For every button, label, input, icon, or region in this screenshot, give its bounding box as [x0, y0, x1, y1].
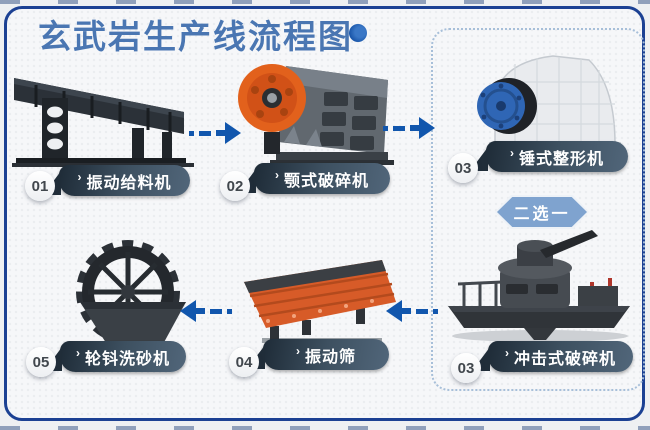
label-jaw-crusher: › 颚式破碎机 — [238, 163, 390, 194]
arrow-left-icon — [180, 300, 196, 322]
step-number-badge: 04 — [229, 347, 259, 377]
chevron-icon: › — [509, 145, 515, 160]
arrow-right-icon — [225, 122, 241, 144]
chevron-icon: › — [77, 169, 83, 184]
vibrating-screen-icon — [244, 260, 396, 343]
label-hammer-shaper: › 锤式整形机 — [470, 141, 628, 172]
vibrating-feeder-image — [12, 70, 200, 168]
step-number-badge: 05 — [26, 347, 56, 377]
label-text: 振动给料机 — [86, 174, 172, 192]
arrow-jaw-to-shaper — [383, 117, 435, 139]
wheel-sand-washer-icon — [76, 240, 186, 354]
arrow-feeder-to-jaw — [189, 122, 241, 144]
arrow-left-icon — [386, 300, 402, 322]
impact-crusher-image — [440, 226, 638, 344]
label-text: 冲击式破碎机 — [513, 350, 616, 368]
step-number-badge: 01 — [25, 171, 55, 201]
chevron-icon: › — [295, 343, 301, 358]
jaw-crusher-image — [236, 50, 396, 174]
bottom-edge-artifact — [0, 426, 650, 430]
arrow-right-icon — [419, 117, 435, 139]
label-text: 轮钭洗砂机 — [84, 350, 170, 368]
chevron-icon: › — [75, 345, 81, 360]
chevron-icon: › — [504, 345, 510, 360]
impact-crusher-icon — [448, 230, 630, 342]
wheel-sand-washer-image — [64, 238, 198, 364]
vibrating-feeder-icon — [12, 78, 194, 167]
jaw-crusher-icon — [238, 64, 394, 165]
accent-dot-icon — [349, 24, 367, 42]
label-text: 锤式整形机 — [518, 150, 604, 168]
step-number-badge: 03 — [451, 353, 481, 383]
label-text: 振动筛 — [304, 348, 356, 366]
arrow-screen-to-washer — [180, 300, 232, 322]
step-number-badge: 02 — [220, 171, 250, 201]
page-title: 玄武岩生产线流程图 — [38, 18, 353, 55]
label-impact-crusher: › 冲击式破碎机 — [472, 341, 633, 372]
choose-one-badge: 二选一 — [495, 195, 589, 229]
arrow-crusher-to-screen — [386, 300, 438, 322]
choice-group-box — [431, 28, 645, 391]
label-vibrating-feeder: › 振动给料机 — [43, 165, 190, 196]
vibrating-screen-image — [236, 248, 396, 348]
chevron-icon: › — [274, 167, 280, 182]
choose-one-label: 二选一 — [497, 197, 587, 227]
hammer-shaping-machine-image — [463, 42, 629, 158]
top-edge-artifact — [0, 0, 650, 4]
hammer-shaping-machine-icon — [477, 55, 621, 155]
step-number-badge: 03 — [448, 153, 478, 183]
label-sand-washer: › 轮钭洗砂机 — [44, 341, 186, 372]
label-vibrating-screen: › 振动筛 — [247, 339, 389, 370]
label-text: 颚式破碎机 — [283, 172, 369, 190]
